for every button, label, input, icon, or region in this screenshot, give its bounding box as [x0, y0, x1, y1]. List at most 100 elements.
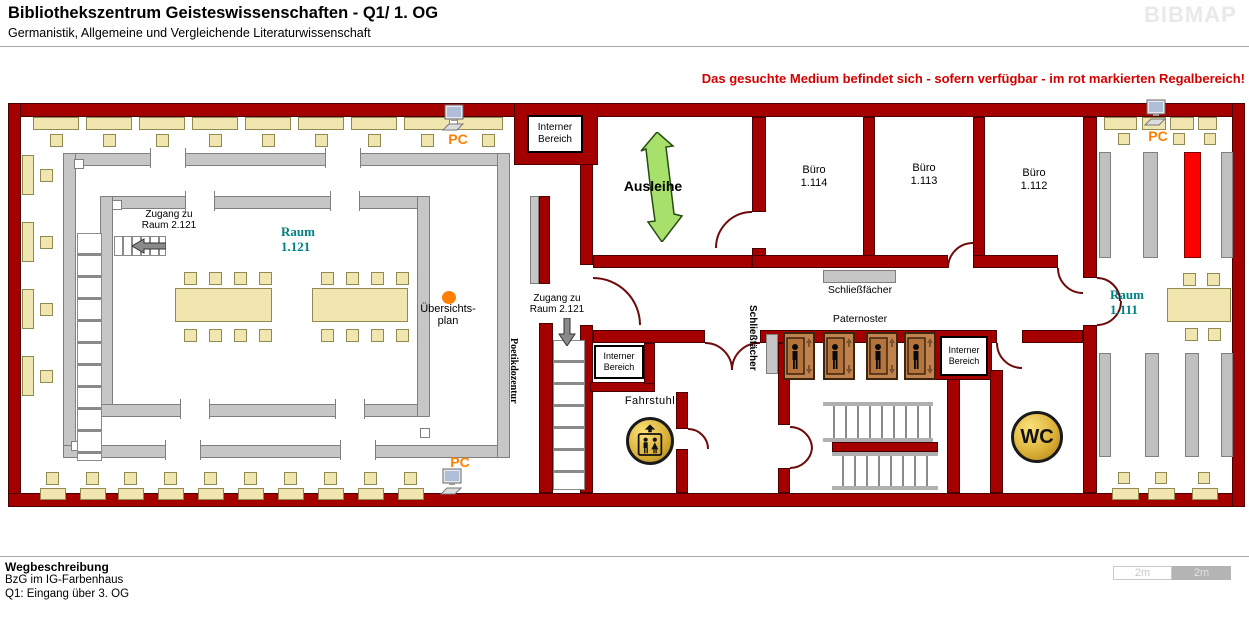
bookshelf [1099, 353, 1111, 457]
wall-ausleihe-right-upper [752, 117, 766, 212]
desk [192, 117, 238, 130]
raum-1121-label: Raum 1.121 [281, 224, 315, 254]
wall-corridor-top-a [593, 255, 752, 268]
footer-heading: Wegbeschreibung [5, 560, 109, 574]
interner-label: Bereich [603, 362, 635, 372]
bookshelf [1221, 353, 1233, 457]
page-subtitle: Germanistik, Allgemeine und Vergleichend… [8, 26, 371, 40]
stairs-main-lower-flight [832, 452, 938, 490]
page-title: Bibliothekszentrum Geisteswissenschaften… [8, 4, 439, 22]
desk [198, 488, 224, 500]
door-pivot-square [420, 428, 430, 438]
chair [40, 236, 53, 249]
desk [33, 117, 79, 130]
desk [1148, 488, 1175, 500]
desk [238, 488, 264, 500]
ausleihe-label: Ausleihe [623, 178, 683, 194]
desk [1104, 117, 1137, 130]
chair [50, 134, 63, 147]
chair [321, 329, 334, 342]
pc-icon [1144, 99, 1167, 126]
chair [1173, 133, 1185, 145]
fahrstuhl-label: Fahrstuhl [624, 395, 676, 407]
bookshelf [1099, 152, 1111, 258]
interner-label: Bereich [948, 356, 980, 366]
ring-notch [325, 148, 361, 168]
wall-stair-landing [832, 442, 938, 452]
chair [321, 272, 334, 285]
highlighted-bookshelf [1184, 152, 1201, 258]
chair [46, 472, 59, 485]
interner-label: Interner [537, 122, 573, 133]
wall-corridor-top-c [973, 255, 1058, 268]
chair [324, 472, 337, 485]
chair [40, 303, 53, 316]
zugang-line1: Zugang zu [145, 209, 193, 220]
wall-stub-upper [539, 196, 550, 284]
chair [1204, 133, 1216, 145]
wall-right [1232, 103, 1245, 507]
buero-1114-line2: 1.114 [800, 177, 828, 189]
paternoster-cabin-icon [823, 332, 855, 380]
raum-1121-line1: Raum [281, 224, 315, 239]
chair [156, 134, 169, 147]
interner-bereich-box: Interner Bereich [594, 345, 644, 379]
chair [184, 272, 197, 285]
wall-corridor-top-b [752, 255, 948, 268]
chair [364, 472, 377, 485]
buero-1114-line1: Büro [802, 164, 826, 176]
desk [158, 488, 184, 500]
chair [103, 134, 116, 147]
table [175, 288, 272, 322]
chair [346, 329, 359, 342]
chair [1198, 472, 1210, 484]
locker-column [766, 334, 778, 374]
ring-notch [180, 399, 210, 419]
chair [209, 329, 222, 342]
door-pivot-square [112, 200, 122, 210]
wall-corridor-bottom-a [593, 330, 705, 343]
bookshelf [1145, 353, 1159, 457]
raum-1111-line1: Raum [1110, 287, 1144, 302]
footer-divider [0, 556, 1249, 557]
uebersicht-line1: Übersichts- [420, 303, 476, 315]
uebersicht-line2: plan [437, 315, 459, 327]
chair [1118, 133, 1130, 145]
bookshelf [1221, 152, 1233, 258]
wall-fahrstuhl-right-upper [676, 392, 688, 429]
arrow-left-icon [132, 238, 166, 254]
wall-raum1111-left-lower [1083, 325, 1097, 493]
chair [40, 169, 53, 182]
chair [234, 329, 247, 342]
desk [22, 289, 34, 329]
chair [209, 134, 222, 147]
desk [139, 117, 185, 130]
desk [80, 488, 106, 500]
chair [259, 329, 272, 342]
footer-line2: Q1: Eingang über 3. OG [5, 588, 130, 600]
stairs-main-upper-flight [823, 402, 933, 442]
ring-notch [335, 399, 365, 419]
chair [184, 329, 197, 342]
pc-label: PC [448, 131, 468, 147]
chair [209, 272, 222, 285]
desk [318, 488, 344, 500]
header-divider [0, 46, 1249, 47]
wall-raum1111-left-upper [1083, 117, 1097, 278]
schliessfaecher-label: Schließfächer [827, 284, 893, 296]
stairs-west [77, 233, 102, 461]
ring-notch [330, 191, 360, 211]
raum-1111-label: Raum 1.111 [1110, 287, 1144, 317]
zugang-label: Zugang zu Raum 2.121 [514, 293, 600, 315]
chair [234, 272, 247, 285]
scale-segment-dark: 2m [1172, 566, 1231, 580]
buero-1112-line1: Büro [1022, 167, 1046, 179]
zugang-line1: Zugang zu [533, 293, 581, 304]
chair [86, 472, 99, 485]
desk [1170, 117, 1194, 130]
wall-below-box2 [590, 382, 655, 392]
chair [482, 134, 495, 147]
chair [284, 472, 297, 485]
bibmap-logo: BIBMAP [1144, 2, 1237, 27]
interner-label: Interner [603, 351, 635, 361]
